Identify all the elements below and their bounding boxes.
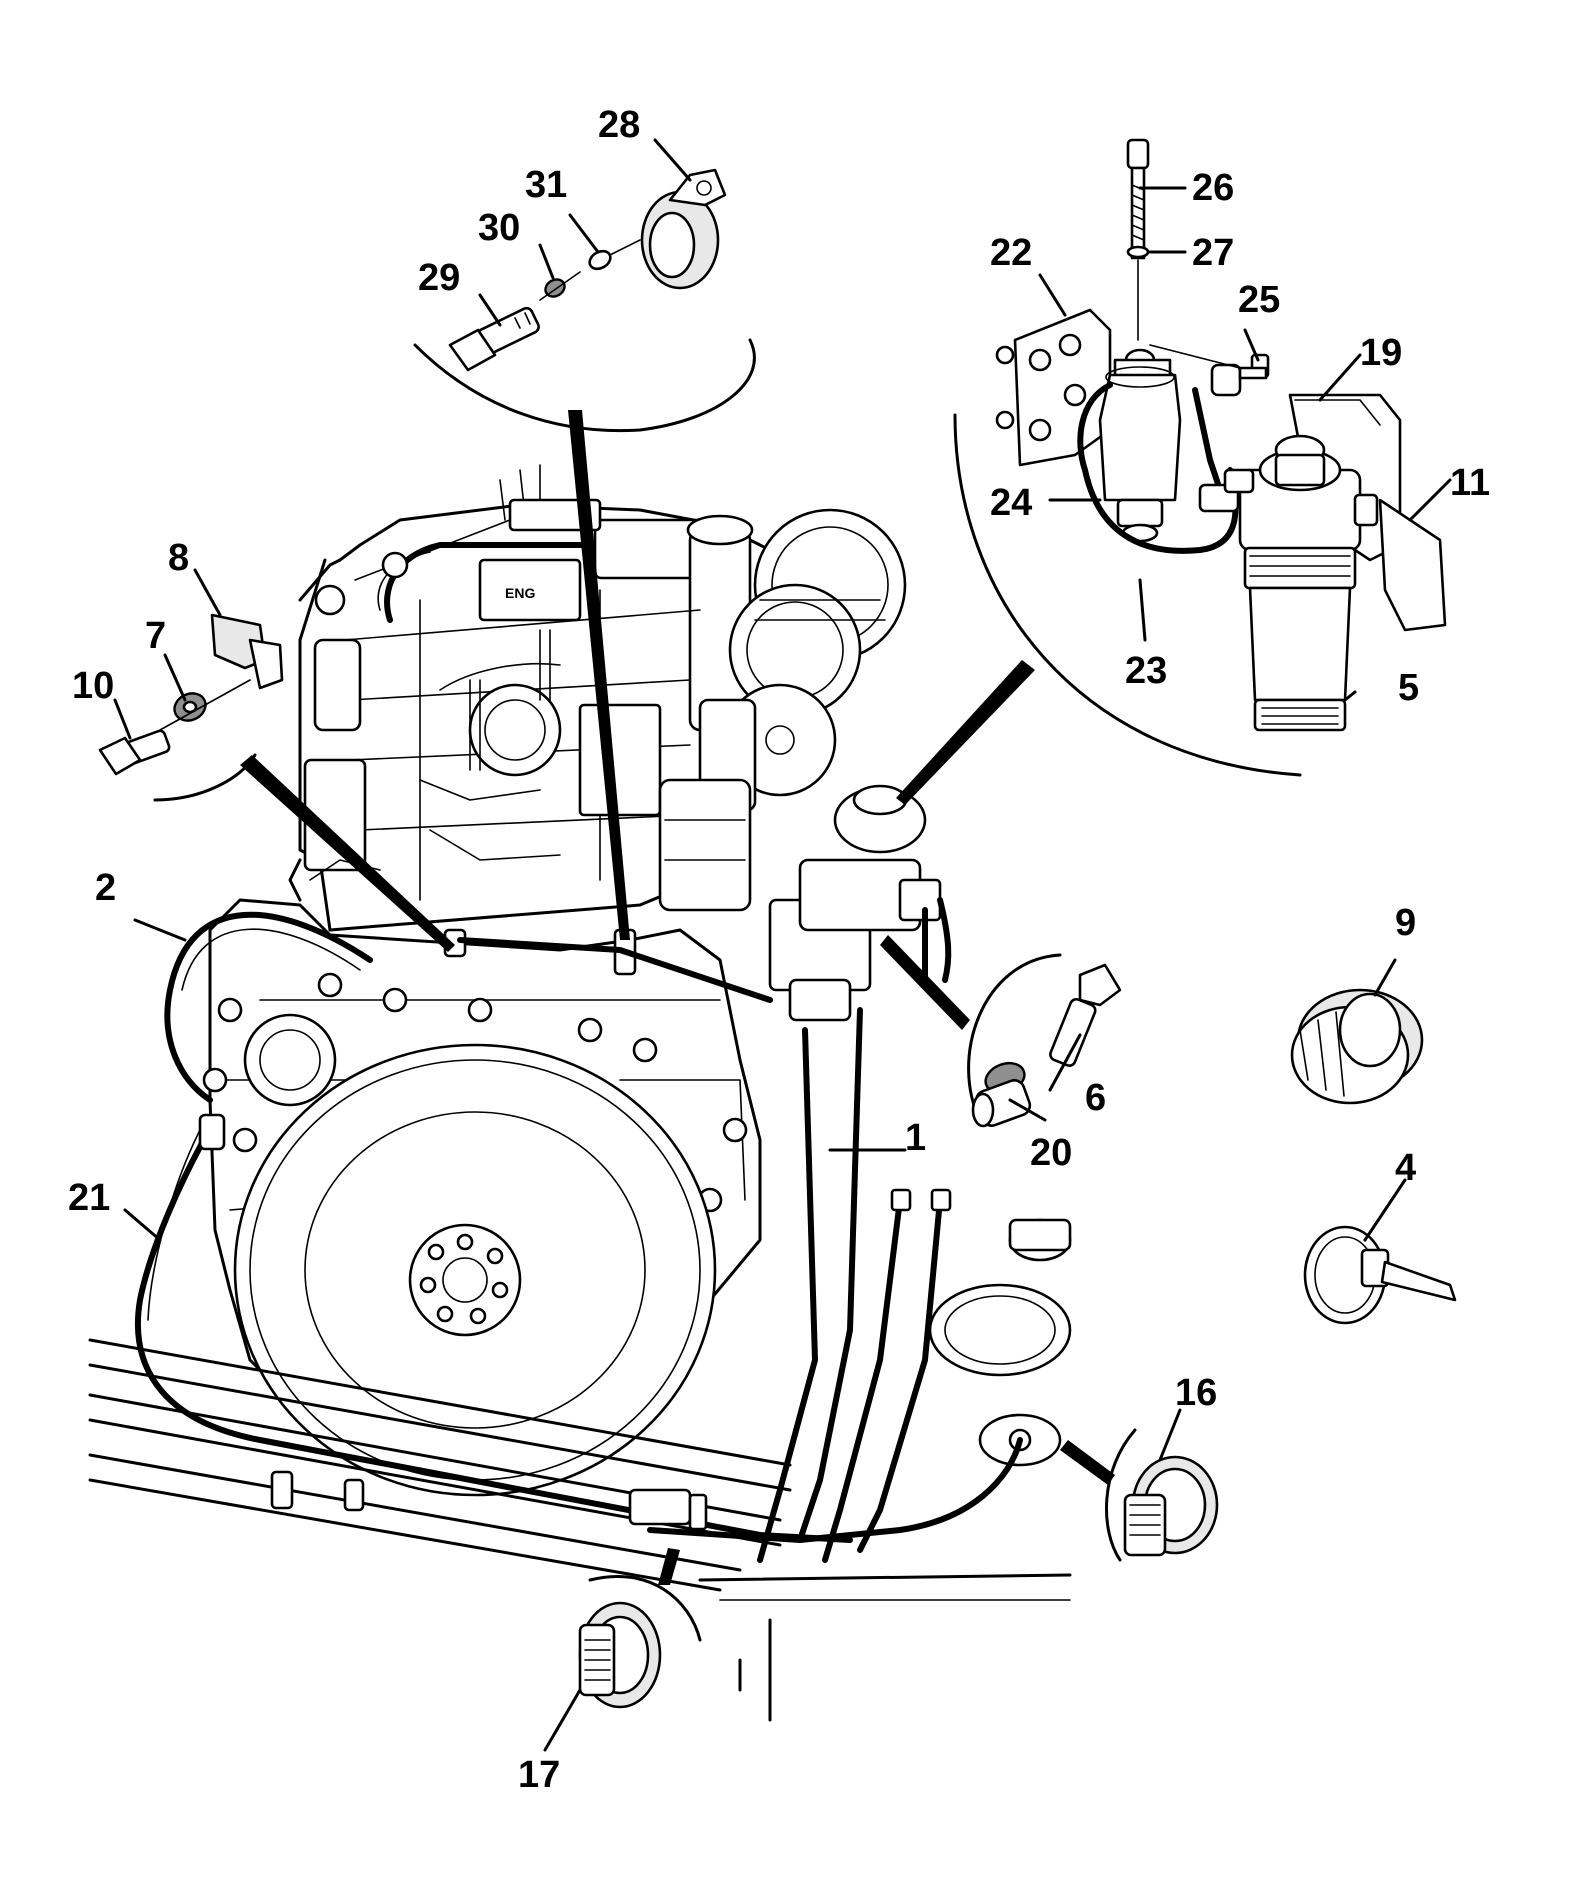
clip-8 xyxy=(210,613,284,690)
svg-text:ENG: ENG xyxy=(505,585,535,601)
callout-20: 20 xyxy=(1030,1132,1072,1174)
detail-fuel-filter xyxy=(896,138,1447,805)
detail-fitting xyxy=(880,935,1122,1128)
cover-bolts xyxy=(202,972,748,1213)
detail-bracket-mount xyxy=(98,613,455,952)
plug-9 xyxy=(1290,988,1424,1105)
tank-sender xyxy=(928,1218,1072,1467)
bracket-22 xyxy=(995,308,1112,467)
callout-5: 5 xyxy=(1398,667,1419,709)
separator-24 xyxy=(1098,348,1182,543)
callout-26: 26 xyxy=(1192,167,1234,209)
callout-2: 2 xyxy=(95,867,116,909)
callout-4: 4 xyxy=(1395,1147,1416,1189)
filter-element-5 xyxy=(1198,434,1379,732)
callout-23: 23 xyxy=(1125,650,1167,692)
callout-28: 28 xyxy=(598,104,640,146)
callout-24: 24 xyxy=(990,482,1032,524)
callout-6: 6 xyxy=(1085,1077,1106,1119)
callout-19: 19 xyxy=(1360,332,1402,374)
callout-1: 1 xyxy=(905,1117,926,1159)
callout-29: 29 xyxy=(418,257,460,299)
callout-16: 16 xyxy=(1175,1372,1217,1414)
callout-8: 8 xyxy=(168,537,189,579)
frame-rails xyxy=(88,1338,1072,1722)
detail-clamp-16 xyxy=(1060,1428,1219,1562)
flywheel xyxy=(233,1043,717,1497)
callout-31: 31 xyxy=(525,164,567,206)
callout-25: 25 xyxy=(1238,279,1280,321)
callout-17: 17 xyxy=(518,1754,560,1796)
bolt-6 xyxy=(1049,963,1122,1067)
leader-lines xyxy=(113,138,1452,1752)
fitting-20 xyxy=(971,1061,1032,1128)
callout-11: 11 xyxy=(1450,462,1490,504)
cable-tie-4 xyxy=(1303,1225,1457,1325)
bolt-29 xyxy=(448,306,540,372)
callout-7: 7 xyxy=(145,615,166,657)
detail-clamp-17 xyxy=(578,1548,702,1709)
detail-clamp-mount xyxy=(413,168,756,940)
bolt-26 xyxy=(1126,138,1150,260)
bolt-25 xyxy=(1149,344,1270,380)
clamp-28 xyxy=(640,168,727,290)
callout-30: 30 xyxy=(478,207,520,249)
callout-22: 22 xyxy=(990,232,1032,274)
callout-21: 21 xyxy=(68,1177,110,1219)
fuel-filter-mounted xyxy=(768,784,952,1022)
engine-assembly: ENG xyxy=(88,464,1072,1722)
callout-10: 10 xyxy=(72,665,114,707)
callout-27: 27 xyxy=(1192,232,1234,274)
callout-labels: 1 2 4 5 6 7 8 9 10 11 16 17 19 20 21 22 … xyxy=(68,104,1490,1796)
callout-9: 9 xyxy=(1395,902,1416,944)
bolt-10 xyxy=(98,729,171,776)
